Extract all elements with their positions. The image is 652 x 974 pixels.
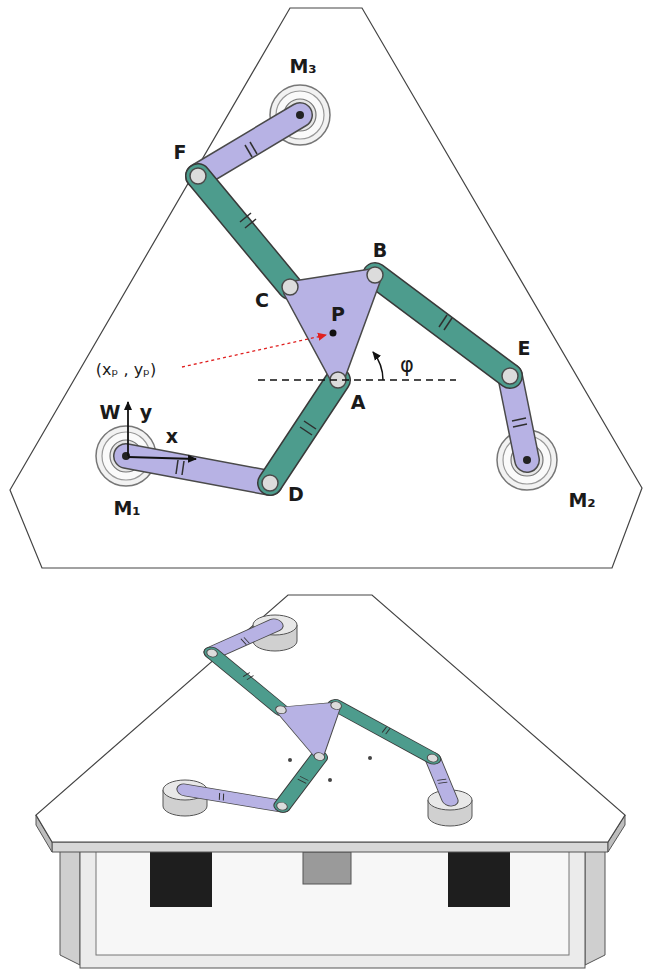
angle-label: φ [400,354,414,377]
joint-label: B [373,240,387,261]
frame-label: W [100,402,121,423]
joint-label: E [518,338,531,359]
motor-label: M₁ [113,498,140,519]
joint-label: A [351,392,366,413]
motor-label: M₂ [568,490,595,511]
motor-label: M₃ [289,56,316,77]
coordinate-label: (xₚ , yₚ) [96,361,156,379]
joint-label: F [174,142,187,163]
axis-label: x [166,426,178,447]
point-label: P [331,304,345,325]
axis-label: y [140,402,152,423]
joint-label: D [288,484,304,505]
joint-label: C [255,290,269,311]
